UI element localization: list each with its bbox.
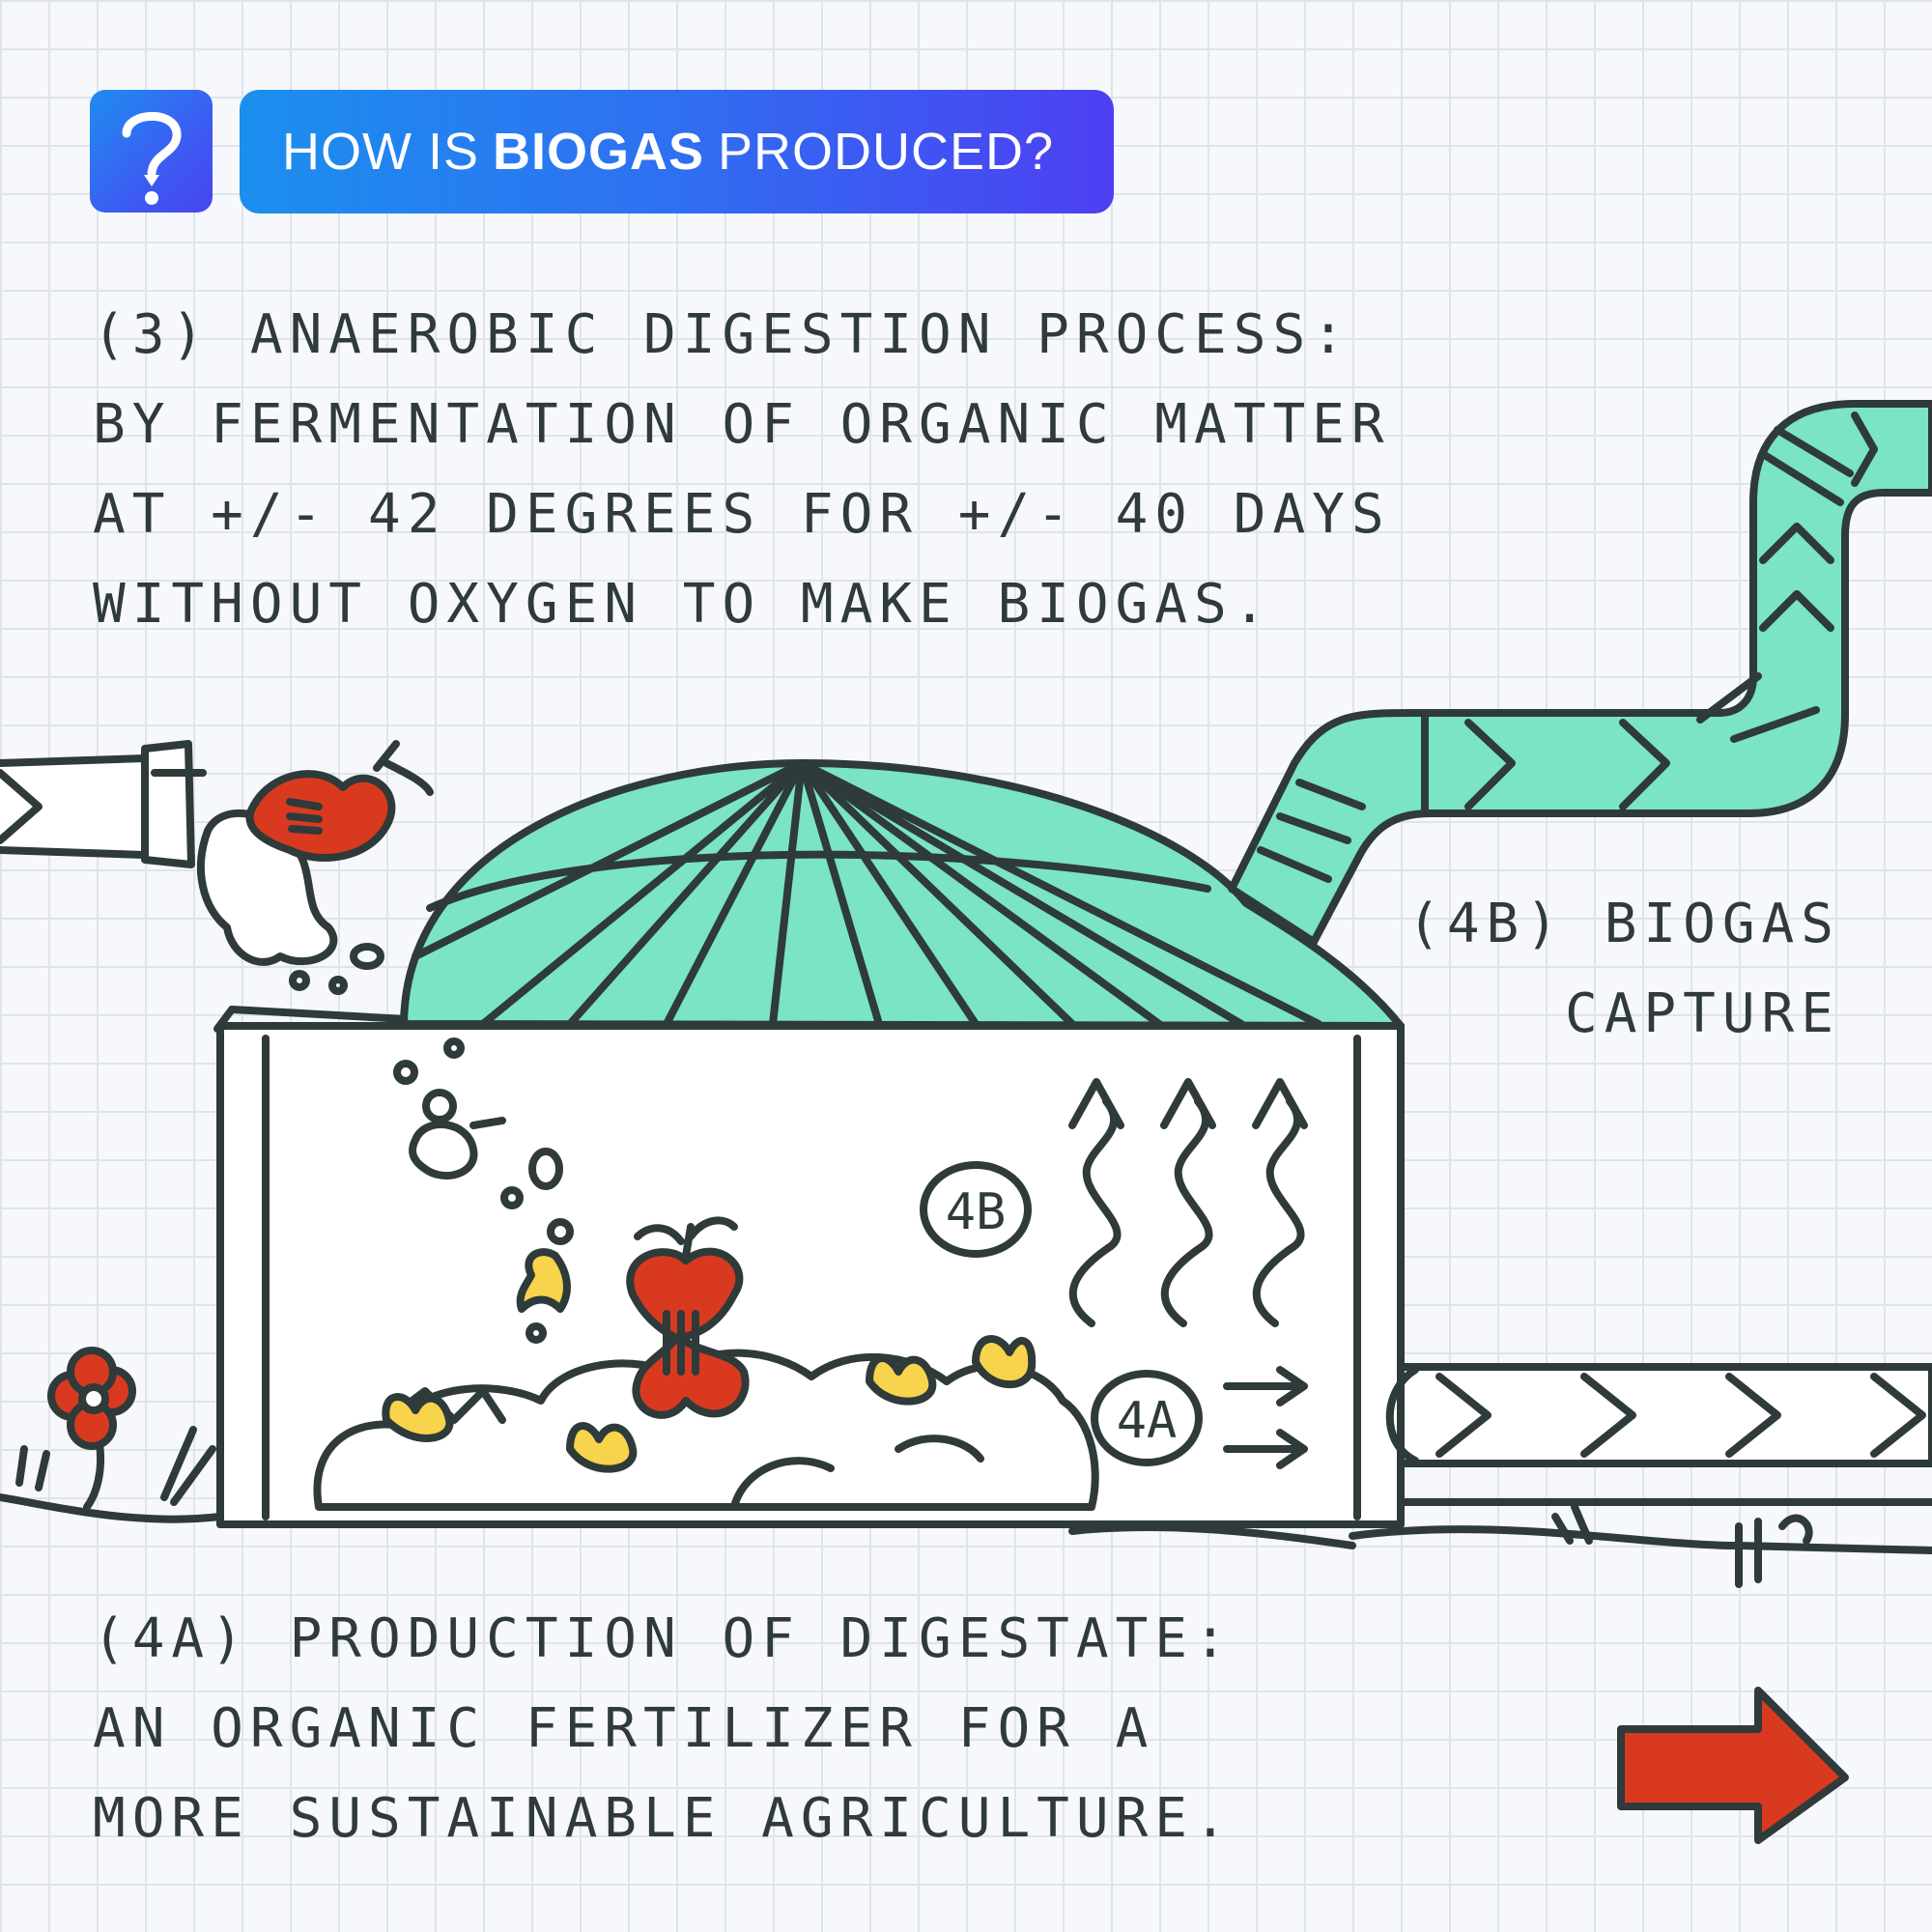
label-4b-circle [920,1161,1032,1258]
flower-icon [15,1347,216,1511]
title-pre: HOW IS [282,123,479,181]
title-post: PRODUCED? [718,123,1055,181]
title-bold: BIOGAS [493,123,705,181]
next-arrow-icon [1617,1687,1849,1844]
digestate-pipe [1349,1363,1932,1588]
text-line: CAPTURE [1564,982,1840,1045]
apple-core-icon [626,1216,750,1419]
text-line: BY FERMENTATION OF ORGANIC MATTER [93,393,1391,456]
banana-peel-icon [382,1248,1037,1473]
question-mark-icon [122,111,182,205]
question-badge [90,90,213,213]
text-line: AT +/- 42 DEGREES FOR +/- 40 DAYS [93,483,1391,546]
text-line: WITHOUT OXYGEN TO MAKE BIOGAS. [93,573,1273,636]
ground-line [0,1493,224,1523]
input-pipe [0,740,207,868]
text-line: (3) ANAEROBIC DIGESTION PROCESS: [93,303,1351,366]
anaerobic-digestion-text: (3) ANAEROBIC DIGESTION PROCESS: BY FERM… [93,290,1391,649]
biogas-capture-text: (4B) BIOGAS CAPTURE [1407,879,1840,1059]
falling-waste [197,740,434,995]
text-line: AN ORGANIC FERTILIZER FOR A [93,1697,1155,1760]
falling-particles [393,1037,574,1344]
label-4a: 4A [1117,1392,1178,1450]
text-line: MORE SUSTAINABLE AGRICULTURE. [93,1787,1234,1850]
page-title: HOW IS BIOGAS PRODUCED? [240,90,1114,213]
digestate-text: (4A) PRODUCTION OF DIGESTATE: AN ORGANIC… [93,1594,1234,1863]
label-4b: 4B [946,1183,1007,1241]
digestate-arrows [1223,1366,1308,1469]
text-line: (4A) PRODUCTION OF DIGESTATE: [93,1607,1234,1670]
biogas-rising-arrows [1068,1078,1308,1327]
text-line: (4B) BIOGAS [1407,893,1840,955]
biogas-pipe [1228,400,1932,946]
label-4a-circle [1091,1370,1203,1466]
